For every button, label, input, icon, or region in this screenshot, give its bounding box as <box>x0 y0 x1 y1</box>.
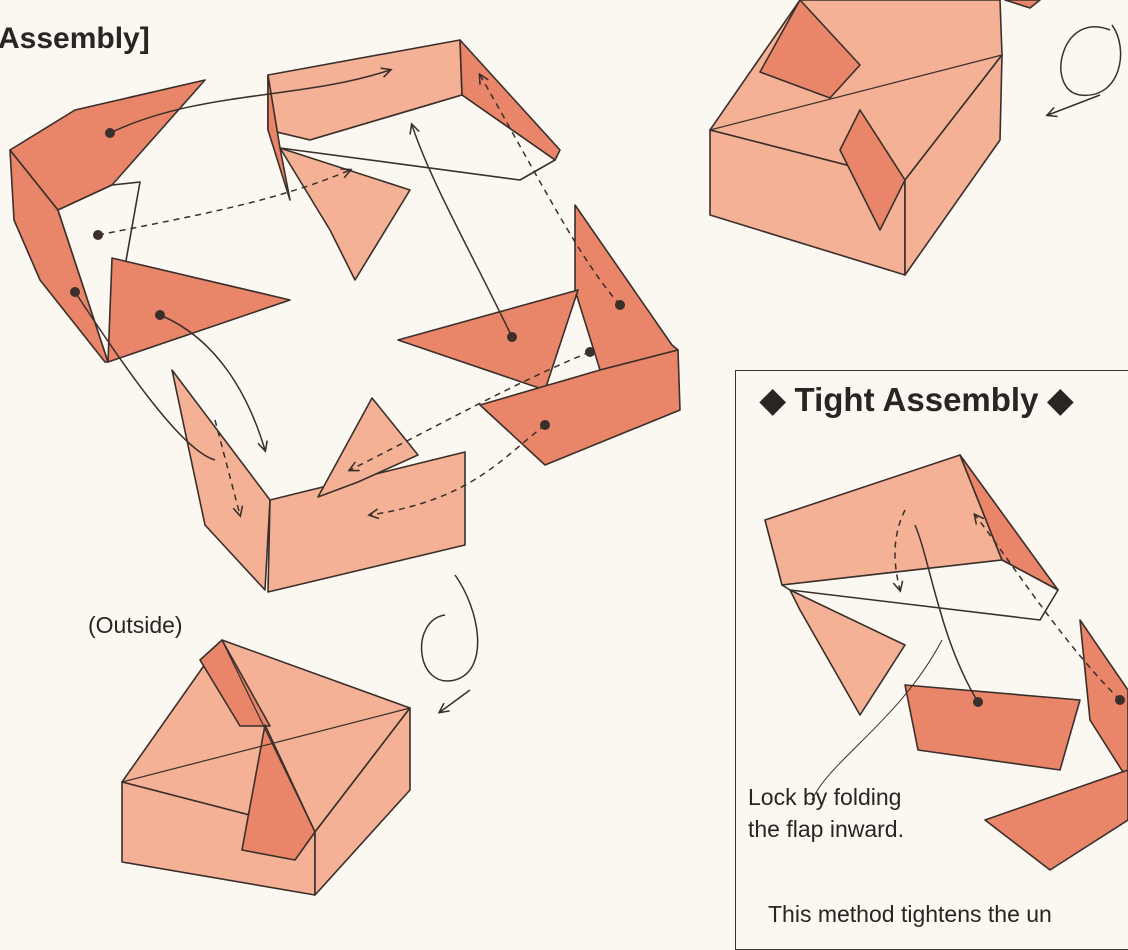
lock-note: Lock by folding the flap inward. <box>748 781 968 845</box>
left-unit <box>10 80 290 362</box>
completed-box-outside <box>122 640 410 895</box>
right-unit <box>398 205 680 465</box>
top-unit <box>268 40 560 280</box>
tight-assembly-panel <box>735 370 1128 950</box>
lock-note-line-1: Lock by folding <box>748 784 901 810</box>
bottom-unit <box>172 370 465 592</box>
completed-box-top-right <box>710 0 1040 275</box>
section-title: Assembly] <box>0 22 150 56</box>
lock-note-line-2: the flap inward. <box>748 816 904 842</box>
tight-assembly-title: ◆ Tight Assembly ◆ <box>760 380 1073 419</box>
bottom-note: This method tightens the un <box>768 901 1052 928</box>
outside-label: (Outside) <box>88 612 183 639</box>
